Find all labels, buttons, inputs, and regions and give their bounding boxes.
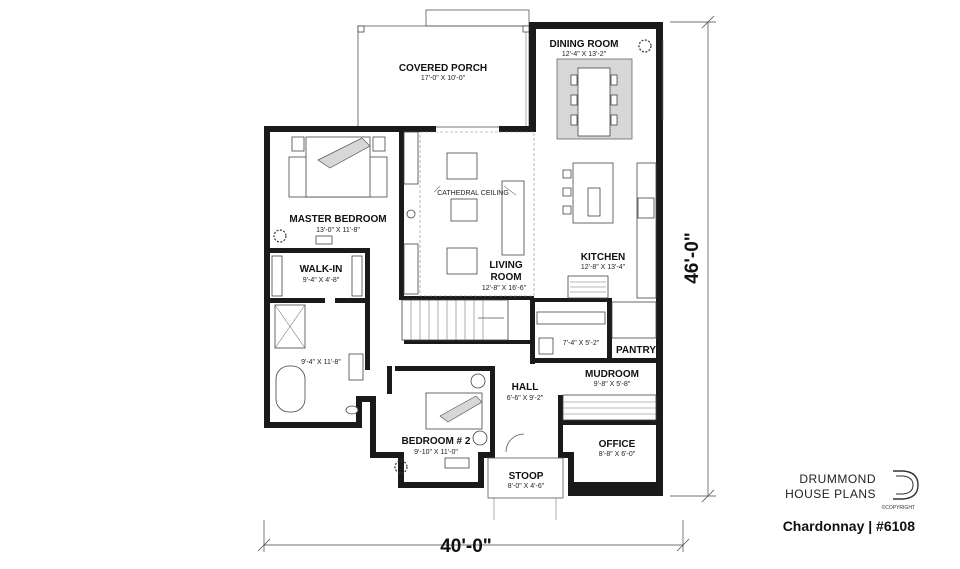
office-dim: 8'-8" X 6'-0" — [599, 451, 636, 458]
master-bedroom-label: MASTER BEDROOM — [289, 214, 386, 225]
dining-room-label: DINING ROOM — [550, 39, 619, 50]
bathroom-fixtures — [274, 304, 364, 415]
walk-in-dim: 9'-4" X 4'-8" — [303, 277, 340, 284]
covered-porch-label: COVERED PORCH — [399, 63, 487, 74]
living-room-label-line2: ROOM — [490, 272, 521, 283]
brand-line2: HOUSE PLANS — [785, 487, 876, 501]
dining-table — [556, 40, 664, 140]
master-bed — [288, 136, 388, 245]
kitchen-dim: 12'-8" X 13'-4" — [581, 264, 626, 271]
interior-walls — [270, 132, 656, 458]
mudroom-label: MUDROOM — [585, 369, 639, 380]
bedroom2-bed — [425, 373, 488, 469]
walk-in-closet — [271, 255, 363, 297]
cathedral-ceiling-note: CATHEDRAL CEILING — [437, 190, 509, 197]
exterior-walls — [264, 22, 663, 496]
bedroom2-label: BEDROOM # 2 — [402, 436, 471, 447]
living-room-label-line1: LIVING — [489, 260, 523, 271]
walk-in-label: WALK-IN — [300, 264, 343, 275]
stoop — [487, 433, 564, 520]
dimension-lines — [257, 15, 716, 552]
bedroom2-dim: 9'-10" X 11'-0" — [414, 449, 458, 456]
brand-line1: DRUMMOND — [799, 472, 876, 486]
hall-dim: 6'-6" X 9'-2" — [507, 395, 544, 402]
stoop-label: STOOP — [509, 471, 544, 482]
mudroom-bench — [562, 394, 657, 421]
pantry-label: PANTRY — [616, 345, 656, 356]
overall-width-label: 40'-0" — [440, 536, 492, 557]
bathroom-dim: 9'-4" X 11'-8" — [301, 359, 341, 366]
drummond-logo — [893, 470, 919, 500]
plant-icon — [273, 39, 652, 474]
staircase — [401, 299, 509, 341]
laundry-fixtures — [536, 301, 657, 355]
dining-room-dim: 12'-4" X 13'-2" — [562, 51, 607, 58]
overall-depth-label: 46'-0" — [682, 232, 703, 284]
laundry-dim: 7'-4" X 5'-2" — [563, 340, 600, 347]
covered-porch-dim: 17'-0" X 10'-0" — [421, 75, 466, 82]
kitchen-island — [562, 162, 657, 299]
kitchen-label: KITCHEN — [581, 252, 625, 263]
living-room-dim: 12'-8" X 16'-6" — [482, 285, 527, 292]
master-bedroom-dim: 13'-0" X 11'-8" — [316, 227, 360, 234]
stoop-dim: 8'-0" X 4'-6" — [508, 483, 545, 490]
brand-copyright: ©COPYRIGHT — [882, 504, 915, 511]
plan-caption: Chardonnay | #6108 — [783, 518, 916, 534]
living-room-furniture — [403, 131, 535, 297]
mudroom-dim: 9'-8" X 5'-8" — [594, 381, 631, 388]
office-label: OFFICE — [599, 439, 636, 450]
hall-label: HALL — [512, 382, 539, 393]
